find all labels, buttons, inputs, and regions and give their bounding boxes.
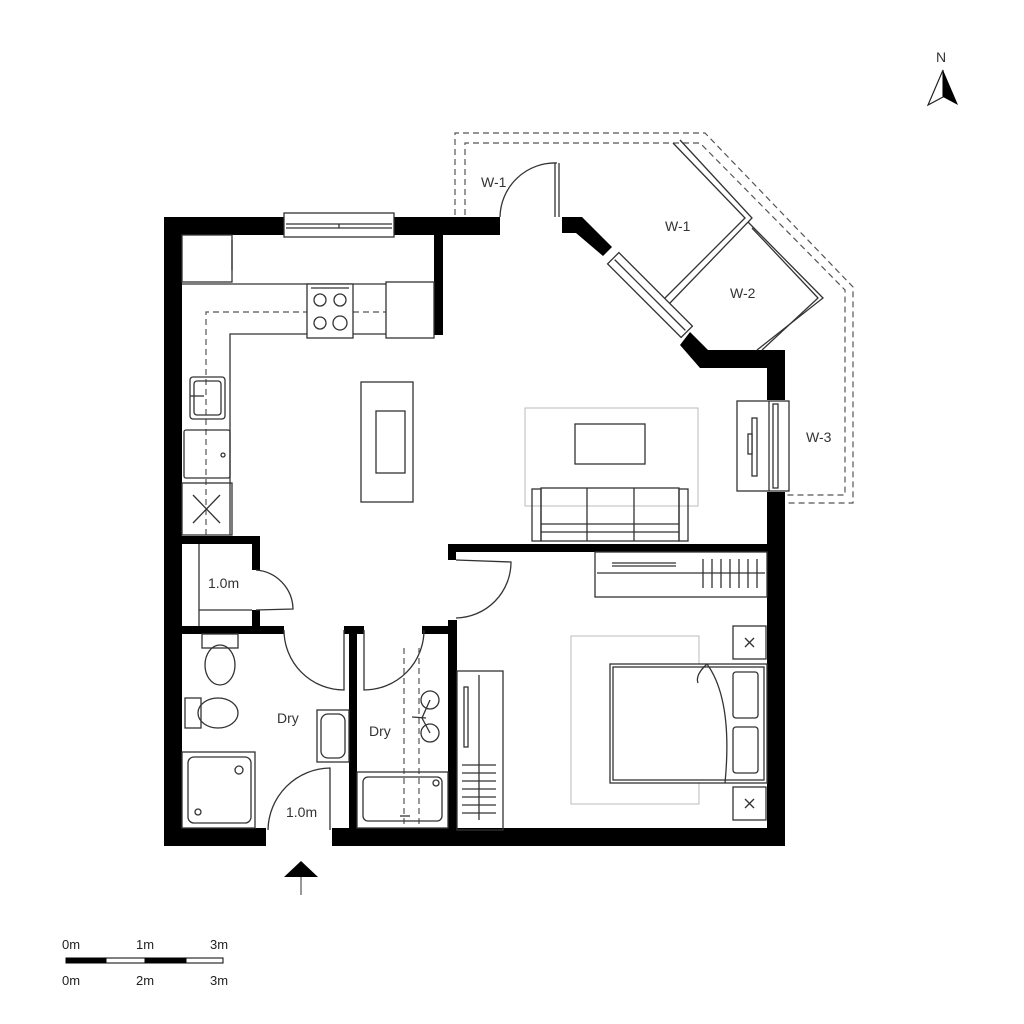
window-w3 bbox=[736, 400, 790, 492]
wardrobe-left bbox=[456, 670, 504, 831]
toilet-icon bbox=[201, 633, 239, 686]
bedroom bbox=[455, 551, 768, 831]
scale-bottom-1: 2m bbox=[136, 973, 154, 988]
window-w1-label: W-1 bbox=[665, 218, 691, 234]
bed-icon bbox=[609, 663, 768, 784]
balcony-panels bbox=[664, 139, 824, 351]
wardrobe-top bbox=[594, 551, 768, 598]
scale-top-1: 1m bbox=[136, 937, 154, 952]
balcony-door[interactable] bbox=[499, 162, 560, 218]
window-w3-label: W-3 bbox=[806, 429, 832, 445]
scale-bottom-0: 0m bbox=[62, 973, 80, 988]
coffee-table bbox=[574, 423, 646, 465]
cabinet-x-icon bbox=[181, 482, 233, 536]
bidet-icon bbox=[184, 697, 239, 729]
utility-dry-label: Dry bbox=[369, 723, 391, 739]
scale-bottom-2: 3m bbox=[210, 973, 228, 988]
bicycle-icon bbox=[411, 690, 440, 743]
bedroom-door bbox=[455, 559, 512, 619]
utility-door bbox=[363, 629, 425, 691]
shower-icon bbox=[181, 751, 256, 829]
window-w2-label: W-2 bbox=[730, 285, 756, 301]
nightstand-bottom-icon bbox=[732, 786, 767, 821]
closet-width-label: 1.0m bbox=[208, 575, 239, 591]
diagonal-window bbox=[606, 251, 694, 339]
entry-width-label: 1.0m bbox=[286, 804, 317, 820]
bathroom-door bbox=[283, 629, 345, 691]
stove-icon bbox=[306, 283, 354, 339]
kitchen bbox=[181, 234, 435, 536]
utility-room bbox=[356, 629, 449, 829]
bathroom-dry-label: Dry bbox=[277, 710, 299, 726]
compass-label: N bbox=[936, 49, 946, 65]
balcony-outline bbox=[454, 132, 854, 504]
entry-door bbox=[267, 767, 331, 831]
closet-door bbox=[255, 569, 294, 611]
sofa-icon bbox=[531, 487, 689, 542]
kitchen-window bbox=[283, 212, 395, 238]
washbasin-icon bbox=[316, 709, 350, 763]
nightstand-top-icon bbox=[732, 625, 767, 660]
north-arrow-icon: N bbox=[926, 49, 958, 107]
bathtub-icon bbox=[356, 771, 449, 829]
entry-arrow-icon bbox=[284, 861, 318, 895]
scale-top-2: 3m bbox=[210, 937, 228, 952]
living-area bbox=[524, 407, 699, 542]
walls bbox=[164, 217, 785, 846]
door-w1-label: W-1 bbox=[481, 174, 507, 190]
closet bbox=[198, 544, 294, 626]
bathroom bbox=[181, 629, 350, 831]
kitchen-island bbox=[360, 381, 414, 503]
sink-icon bbox=[189, 376, 226, 420]
scale-top-0: 0m bbox=[62, 937, 80, 952]
scale-bar: 0m 1m 3m 0m 2m 3m bbox=[62, 937, 228, 988]
